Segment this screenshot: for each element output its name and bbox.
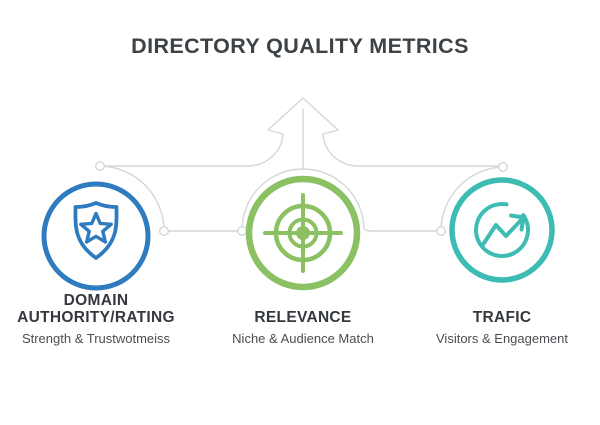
metric-caption-relevance: RELEVANCE Niche & Audience Match (203, 309, 403, 346)
merge-arrow-outline (99, 97, 504, 167)
shield-star-icon (73, 201, 119, 260)
metric-subtitle: Niche & Audience Match (232, 331, 374, 346)
trend-circle-arc (474, 202, 530, 258)
metric-caption-domain-authority: DOMAIN AUTHORITY/RATING Strength & Trust… (0, 292, 196, 346)
target-inner-ring (287, 217, 319, 249)
metric-caption-traffic: TRAFIC Visitors & Engagement (402, 309, 600, 346)
blue-circle-connector-arc (99, 165, 165, 232)
page-title: DIRECTORY QUALITY METRICS (131, 34, 469, 58)
metric-ring-relevance (245, 175, 361, 291)
green-circle-connector-arc (241, 168, 442, 232)
connector-node (158, 225, 169, 236)
connector-nodes (94, 160, 509, 236)
teal-circle-connector-arc (440, 166, 504, 232)
target-center-dot (296, 226, 310, 240)
star-outline (79, 211, 113, 244)
trend-zigzag-line (480, 216, 525, 248)
trend-arrowhead (509, 213, 526, 232)
shield-outline (73, 201, 119, 260)
merge-arrow-and-connectors (99, 97, 504, 232)
metric-title: RELEVANCE (254, 309, 352, 326)
metric-ring-traffic (449, 177, 555, 283)
target-outer-ring (273, 203, 333, 263)
trend-up-circle-icon (474, 202, 530, 258)
connector-node (498, 161, 509, 172)
metric-ring-domain-authority (41, 181, 151, 291)
connector-node (236, 225, 247, 236)
metric-title: DOMAIN AUTHORITY/RATING (17, 292, 175, 326)
connector-node (94, 160, 105, 171)
connector-node (436, 225, 447, 236)
metric-subtitle: Visitors & Engagement (436, 331, 568, 346)
metric-title: TRAFIC (472, 309, 532, 326)
metric-subtitle: Strength & Trustwotmeiss (21, 331, 171, 346)
